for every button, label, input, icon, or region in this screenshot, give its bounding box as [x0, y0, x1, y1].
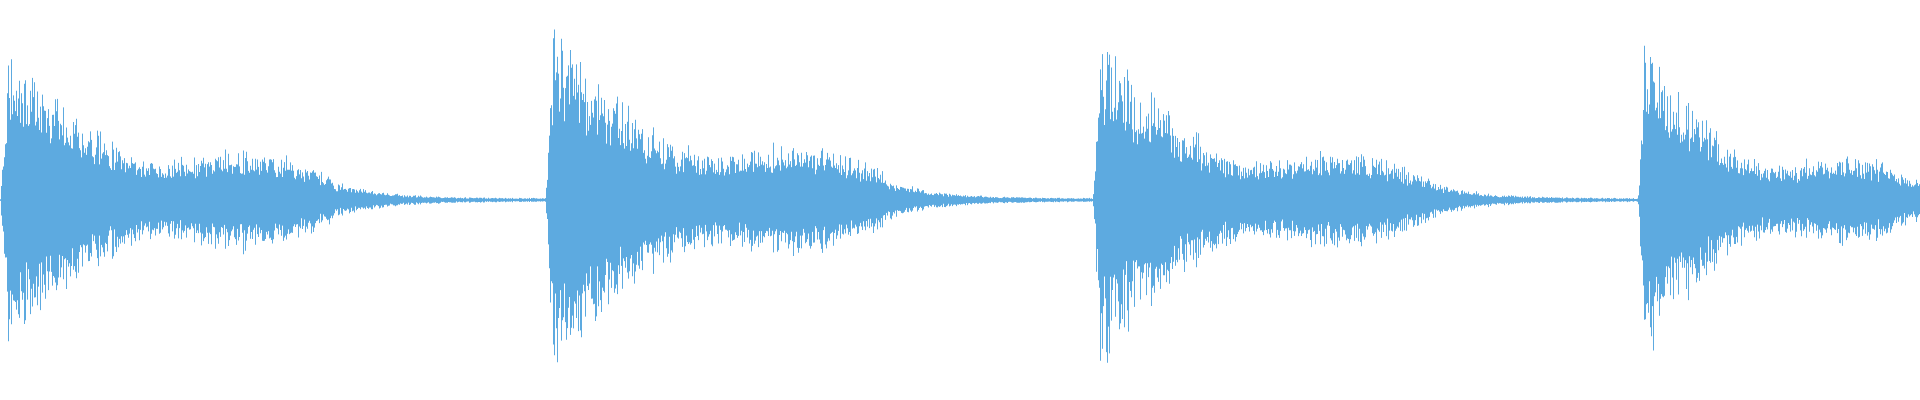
- waveform-path: [0, 29, 1920, 363]
- waveform-bars: [0, 29, 1920, 363]
